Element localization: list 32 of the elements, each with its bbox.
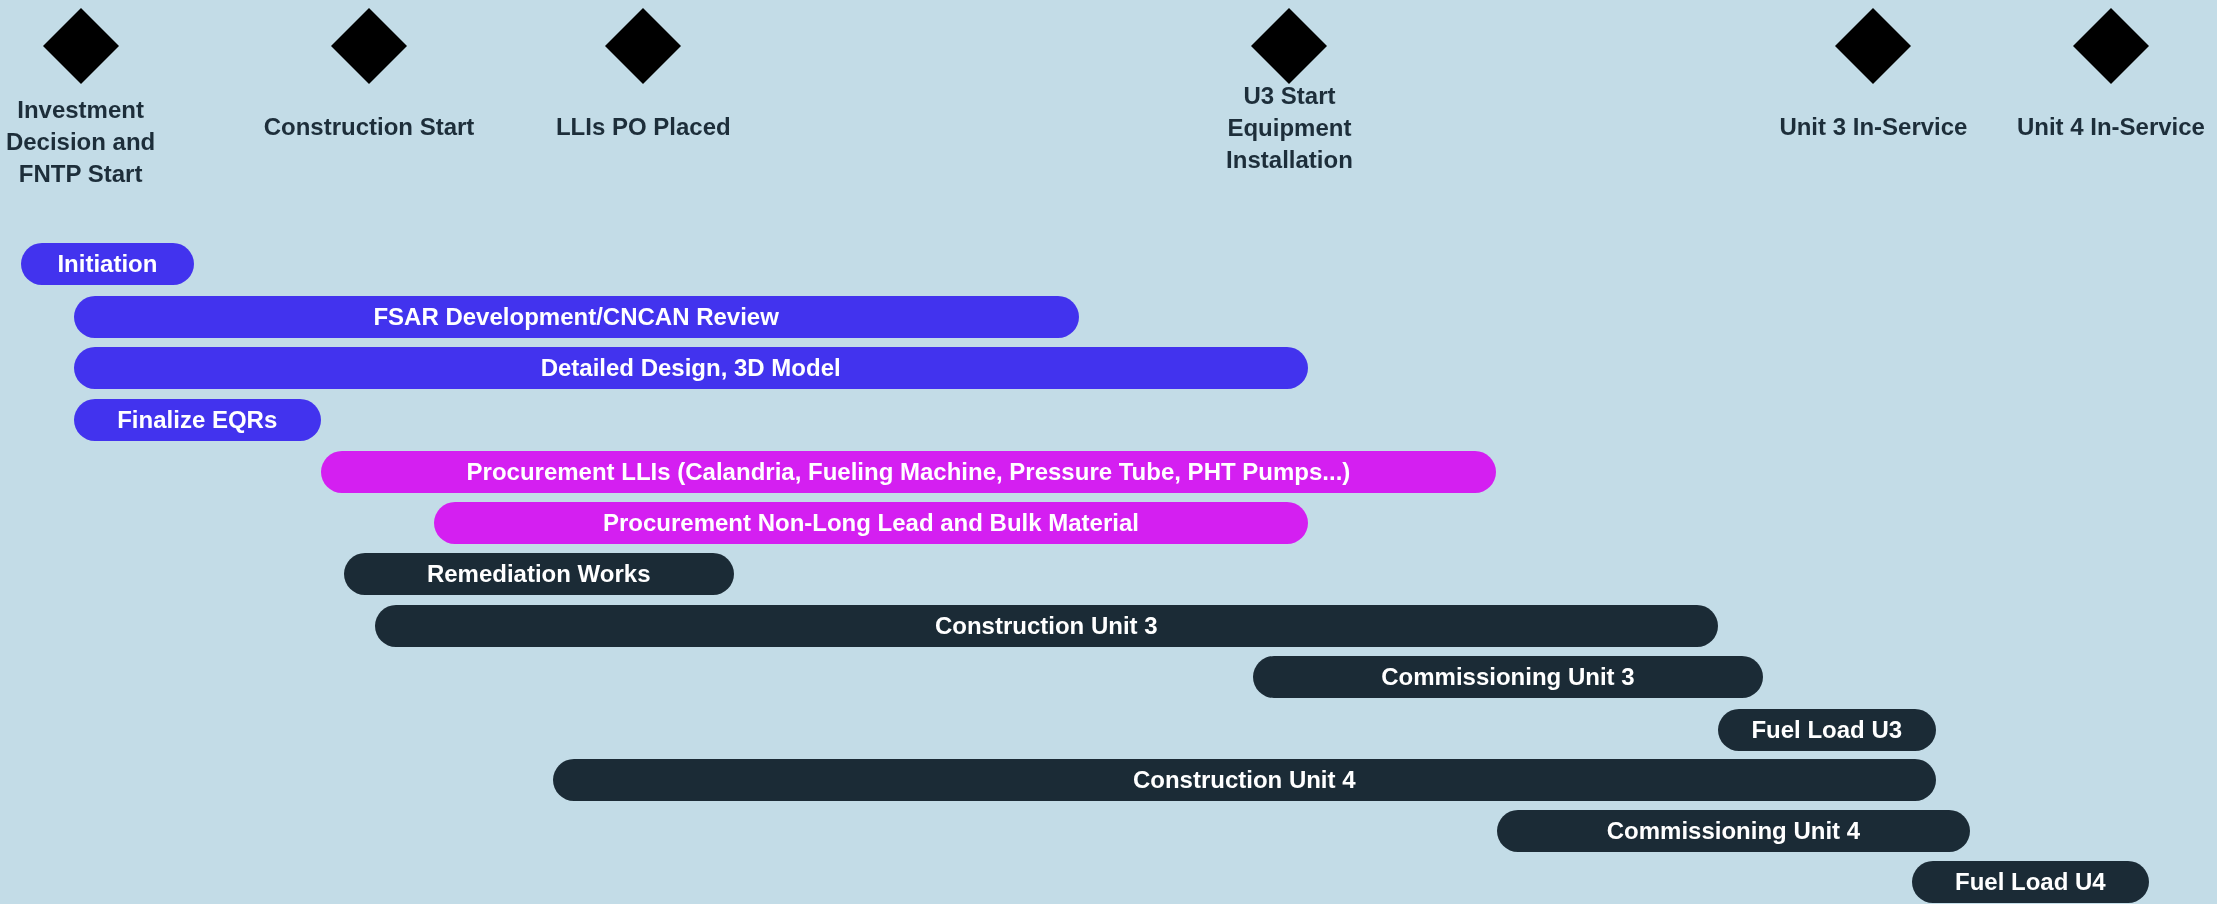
task-bar [552, 759, 1936, 802]
task-bar [1252, 656, 1764, 699]
task-bar [1717, 708, 1936, 751]
milestone-label: Construction Start [262, 112, 476, 143]
task-label: FSAR Development/CNCAN Review [373, 302, 779, 331]
task-label: Construction Unit 3 [934, 612, 1158, 641]
task-label: Initiation [57, 250, 158, 279]
task-bar [1497, 810, 1970, 853]
task-label: Commissioning Unit 3 [1381, 663, 1635, 692]
task-bar [343, 553, 734, 596]
task-label: Procurement LLIs (Calandria, Fueling Machine, Pressure Tube, PHT Pumps...) [466, 458, 1351, 487]
task-label: Detailed Design, 3D Model [540, 353, 841, 382]
task-bar [73, 346, 1308, 389]
milestone-label: Unit 4 In-Service [2015, 112, 2206, 143]
task-bar [73, 398, 321, 441]
task-bar [1911, 861, 2150, 904]
task-bar [73, 295, 1079, 338]
task-label: Finalize EQRs [117, 405, 278, 434]
task-label: Fuel Load U4 [1955, 868, 2106, 897]
milestone-label: U3 Start Equipment Installation [1225, 81, 1354, 176]
task-bar [434, 502, 1308, 545]
task-label: Construction Unit 4 [1132, 766, 1356, 795]
task-label: Commissioning Unit 4 [1606, 817, 1861, 846]
milestone-label: Investment Decision and FNTP Start [4, 95, 157, 190]
task-bar [374, 605, 1718, 648]
milestone-label: Unit 3 In-Service [1778, 112, 1969, 143]
task-bar [21, 243, 194, 286]
task-label: Procurement Non-Long Lead and Bulk Material [602, 509, 1139, 538]
task-label: Remediation Works [426, 560, 651, 589]
milestone-label: LLIs PO Placed [554, 112, 732, 143]
task-bar [320, 451, 1496, 494]
task-label: Fuel Load U3 [1751, 715, 1903, 744]
